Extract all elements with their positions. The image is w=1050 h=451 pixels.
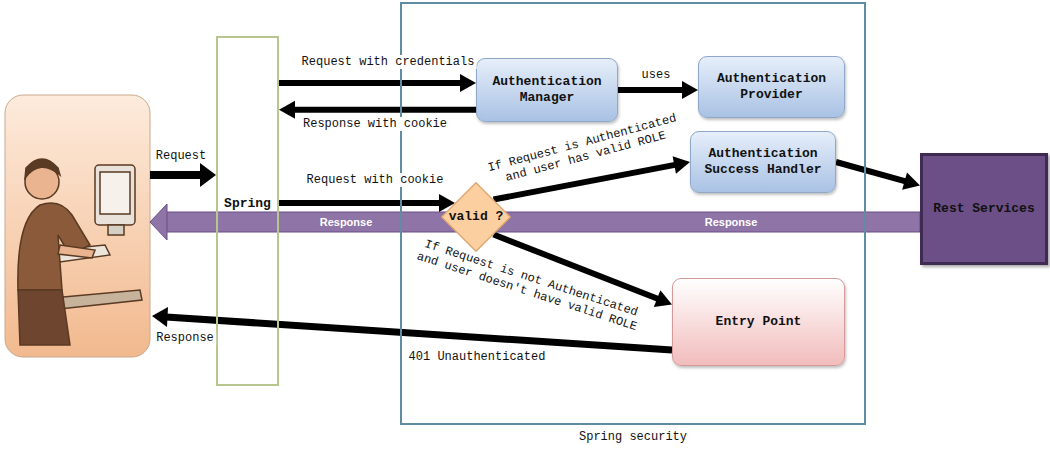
node-label: Entry Point bbox=[716, 314, 802, 330]
band-label: Response bbox=[703, 215, 760, 229]
arrow-head bbox=[460, 74, 476, 92]
arrow-line bbox=[836, 162, 907, 182]
diamond-shape bbox=[442, 183, 511, 252]
user-panel bbox=[5, 95, 150, 357]
node-label: Spring bbox=[218, 196, 277, 212]
status-label: 401 Unauthenticated bbox=[407, 350, 548, 364]
arrow-head bbox=[902, 173, 920, 190]
flow-arrow bbox=[836, 162, 920, 190]
edge-label: Request with cookie bbox=[305, 173, 446, 187]
request-arrow bbox=[150, 163, 216, 187]
node-label: Authentication Provider bbox=[707, 71, 836, 103]
node-label: valid ? bbox=[449, 209, 504, 225]
service-box: Rest Services bbox=[920, 153, 1048, 265]
region-caption: Spring security bbox=[402, 429, 864, 445]
edge-label: uses bbox=[640, 68, 673, 82]
user-figure bbox=[18, 159, 142, 345]
entry-box: Entry Point bbox=[672, 278, 845, 366]
arrow-head bbox=[682, 81, 698, 99]
flow-arrow bbox=[279, 194, 455, 212]
arrow-line bbox=[279, 200, 441, 206]
band-label: Response bbox=[318, 215, 375, 229]
edge-label: If Request is Authenticated and user has… bbox=[482, 110, 686, 190]
arrow-line bbox=[293, 107, 476, 113]
arrow-head bbox=[279, 101, 295, 119]
node-label: Authentication Manager bbox=[485, 74, 609, 106]
arrow-line bbox=[279, 80, 462, 86]
decision-diamond: valid ? bbox=[441, 182, 511, 252]
node-label: Authentication Success Handler bbox=[699, 146, 827, 178]
flow-label: Response bbox=[154, 331, 216, 345]
process-box: Authentication Provider bbox=[698, 56, 845, 118]
flow-label: Request bbox=[154, 149, 208, 163]
arrow-head bbox=[654, 290, 672, 307]
process-box: Authentication Manager bbox=[476, 58, 618, 122]
edge-label: If Request is not Authenticated and user… bbox=[411, 235, 648, 336]
flow-arrow bbox=[279, 74, 476, 92]
process-box: Authentication Success Handler bbox=[690, 131, 836, 193]
node-label: Rest Services bbox=[933, 201, 1034, 217]
framework-box: Spring bbox=[216, 36, 279, 386]
arrow-head bbox=[673, 156, 690, 174]
edge-label: Response with cookie bbox=[301, 117, 449, 131]
edge-label: Request with credentials bbox=[300, 55, 477, 69]
flow-arrow bbox=[618, 81, 698, 99]
arrow-line bbox=[618, 87, 684, 93]
